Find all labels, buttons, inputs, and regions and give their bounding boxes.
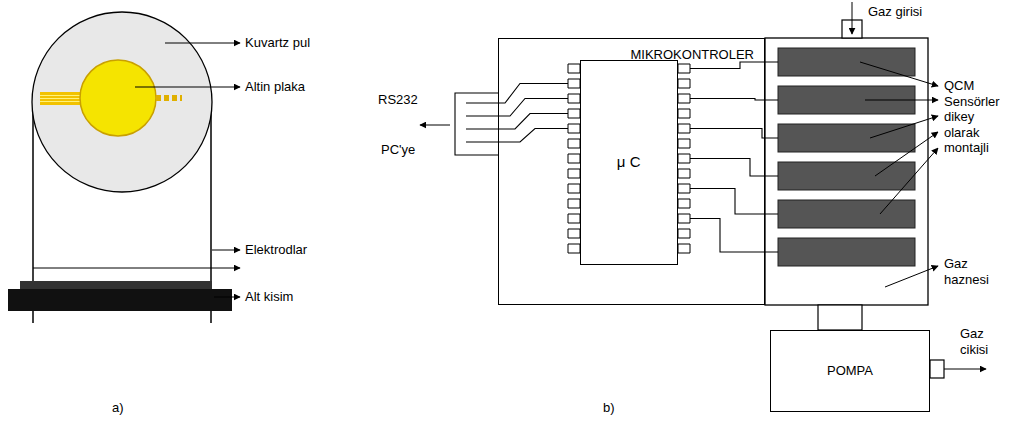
leader-line bbox=[214, 297, 240, 298]
gold-plate bbox=[80, 60, 156, 136]
outlet-pipe bbox=[930, 360, 944, 378]
leader-line bbox=[135, 87, 240, 88]
rs232-wire bbox=[466, 84, 568, 104]
leader-line bbox=[880, 148, 938, 214]
gas-outlet-arrow bbox=[944, 369, 986, 370]
part-label: Alt kisim bbox=[245, 289, 293, 305]
rs232-connector bbox=[455, 93, 498, 155]
qcm-sensors bbox=[778, 48, 915, 266]
part-label: Altin plaka bbox=[245, 79, 305, 95]
leader-line bbox=[885, 266, 938, 287]
gas-inlet-arrow bbox=[852, 2, 853, 34]
quartz-disc bbox=[32, 12, 212, 192]
qcm-sensor bbox=[778, 48, 915, 76]
chip-box: μ C bbox=[580, 60, 678, 265]
qcm-sensor bbox=[778, 124, 915, 152]
rs232-wire bbox=[466, 129, 568, 143]
part-label: Gaz cikisi bbox=[960, 326, 1006, 357]
qcm-sensor bbox=[778, 238, 915, 266]
system-drawing bbox=[420, 2, 986, 378]
gold-lead bbox=[40, 92, 86, 105]
part-label: Elektrodlar bbox=[245, 242, 307, 258]
qcm-sensor bbox=[778, 162, 915, 190]
part-label: Gaz haznesi bbox=[944, 256, 1002, 287]
leader-line bbox=[865, 100, 938, 101]
sensor-leaders bbox=[860, 62, 938, 287]
leader-line bbox=[870, 116, 938, 138]
box-label: POMPA bbox=[827, 363, 873, 379]
gold-lead-pads bbox=[156, 95, 182, 101]
gas-chamber bbox=[765, 38, 928, 305]
microcontroller-box: MIKROKONTROLERμ C bbox=[498, 38, 765, 305]
leader-line bbox=[860, 62, 938, 86]
box-label: μ C bbox=[617, 153, 641, 171]
gold-lead-stripe bbox=[40, 98, 86, 99]
part-label: b) bbox=[603, 400, 615, 416]
part-label: QCM Sensörler dikey olarak montajli bbox=[944, 78, 1006, 156]
base-top bbox=[20, 281, 212, 290]
part-label: RS232 bbox=[378, 92, 418, 108]
gold-lead-stripe bbox=[40, 95, 86, 96]
leader-line bbox=[212, 250, 240, 251]
pump-pipe bbox=[818, 305, 862, 330]
leader-line bbox=[875, 132, 938, 176]
part-label: PC'ye bbox=[381, 142, 415, 158]
leader-line bbox=[165, 43, 240, 44]
qcm-sensor-drawing bbox=[8, 12, 240, 323]
part-label: a) bbox=[112, 400, 124, 416]
to-pc-arrow bbox=[420, 125, 450, 126]
base bbox=[8, 289, 232, 311]
rs232-wire bbox=[466, 114, 568, 130]
pump-box: POMPA bbox=[770, 330, 930, 412]
part-label: Gaz girisi bbox=[868, 4, 922, 20]
qcm-sensor bbox=[778, 200, 915, 228]
part-label: Kuvartz pul bbox=[245, 35, 310, 51]
gold-lead-stripe bbox=[40, 101, 86, 102]
leader-line bbox=[33, 268, 240, 269]
